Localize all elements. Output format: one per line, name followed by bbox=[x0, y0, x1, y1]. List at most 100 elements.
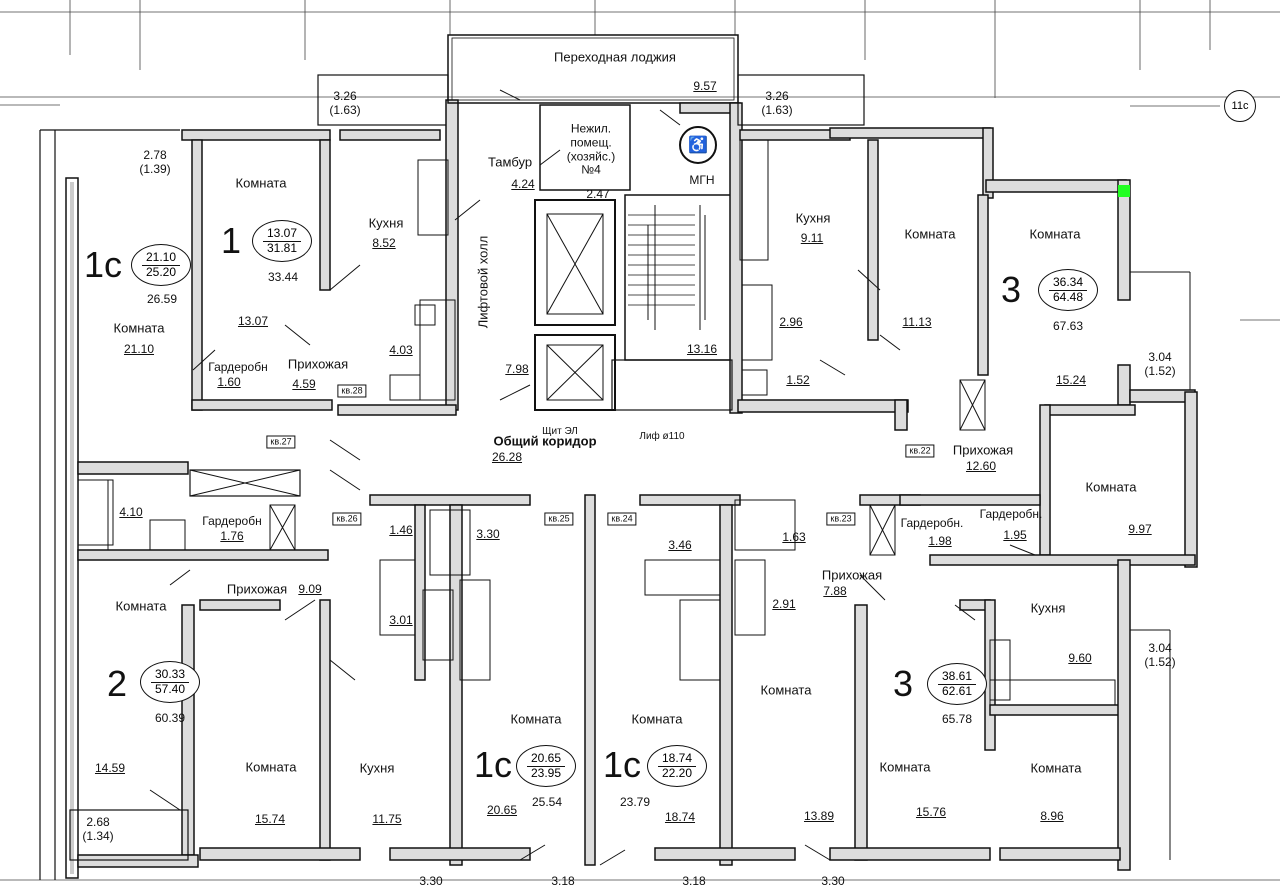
apartment-tag: кв.23 bbox=[826, 512, 856, 526]
apartment-tag: кв.28 bbox=[337, 384, 367, 398]
bath-area: 2.96 bbox=[779, 315, 803, 329]
apartment-total: 67.63 bbox=[1052, 319, 1084, 333]
room-label: Комната bbox=[235, 175, 287, 191]
room-label: Комната bbox=[904, 226, 956, 242]
apartment-total: 65.78 bbox=[941, 712, 973, 726]
panel-label: Щит ЭЛ bbox=[542, 426, 578, 437]
room-area: 14.59 bbox=[94, 761, 126, 775]
room-area: 9.97 bbox=[1128, 522, 1152, 536]
room-area: 15.24 bbox=[1055, 373, 1087, 387]
hall-label: Прихожая bbox=[287, 356, 349, 372]
room-label: Комната bbox=[1085, 479, 1137, 495]
apartment-rooms: 1 bbox=[220, 220, 242, 261]
kitchen-area: 9.11 bbox=[800, 231, 824, 245]
wc-area: 1.52 bbox=[786, 373, 810, 387]
bath-area: 2.91 bbox=[772, 597, 796, 611]
loggia-dim: 2.78(1.39) bbox=[139, 148, 171, 176]
room-label: Комната bbox=[879, 759, 931, 775]
room-area: 18.74 bbox=[664, 810, 696, 824]
kitchen-label: Кухня bbox=[359, 760, 395, 776]
room-area: 15.74 bbox=[254, 812, 286, 826]
apartment-rooms: 1с bbox=[602, 744, 642, 785]
stair-area: 13.16 bbox=[686, 342, 718, 356]
apartment-rooms: 1с bbox=[473, 744, 513, 785]
apartment-rooms: 1с bbox=[83, 244, 123, 285]
room-area: 15.76 bbox=[915, 805, 947, 819]
room-label: Комната bbox=[245, 759, 297, 775]
apartment-tag: кв.27 bbox=[266, 435, 296, 449]
wc-area: 1.46 bbox=[389, 523, 413, 537]
loggia-label: Переходная лоджия bbox=[554, 49, 676, 65]
corridor-label: Общий коридор bbox=[493, 433, 597, 449]
wardrobe-area: 1.98 bbox=[928, 534, 952, 548]
bath-area: 3.01 bbox=[389, 613, 413, 627]
wardrobe-label: Гардеробн. bbox=[979, 507, 1043, 521]
bath-area: 4.10 bbox=[119, 505, 143, 519]
balcony-dim: 3.18 bbox=[551, 874, 575, 888]
nonresidential-label: Нежил. помещ. (хозяйс.) №4 bbox=[566, 121, 616, 177]
hall-label: Прихожая bbox=[226, 581, 288, 597]
corridor-area: 26.28 bbox=[491, 450, 523, 464]
loggia-dim: 3.26(1.63) bbox=[329, 89, 361, 117]
apartment-total: 60.39 bbox=[154, 711, 186, 725]
room-area: 13.07 bbox=[237, 314, 269, 328]
hydrant-label: Лиф ø110 bbox=[639, 431, 685, 442]
bath-area: 3.46 bbox=[668, 538, 692, 552]
room-label: Комната bbox=[760, 682, 812, 698]
balcony-dim: 3.18 bbox=[682, 874, 706, 888]
wardrobe-area: 1.76 bbox=[220, 529, 244, 543]
wardrobe-label: Гардеробн bbox=[202, 514, 262, 528]
apartment-total: 23.79 bbox=[619, 795, 651, 809]
room-area: 21.10 bbox=[123, 342, 155, 356]
kitchen-label: Кухня bbox=[795, 210, 831, 226]
hall-area: 12.60 bbox=[965, 459, 997, 473]
room-area: 13.89 bbox=[803, 809, 835, 823]
wardrobe-label: Гардеробн bbox=[208, 360, 268, 374]
vestibule-area: 4.24 bbox=[511, 177, 535, 191]
nonresidential-area: 2.47 bbox=[586, 187, 610, 201]
apartment-tag: кв.26 bbox=[332, 512, 362, 526]
apartment-total: 25.54 bbox=[531, 795, 563, 809]
lift-hall-area: 7.98 bbox=[505, 362, 529, 376]
axis-marker: 11с bbox=[1224, 90, 1256, 122]
hall-area: 4.59 bbox=[292, 377, 316, 391]
kitchen-area: 11.75 bbox=[372, 812, 402, 826]
room-area: 11.13 bbox=[902, 315, 932, 329]
kitchen-label: Кухня bbox=[368, 215, 404, 231]
balcony-dim: 3.30 bbox=[821, 874, 845, 888]
apartment-rooms: 3 bbox=[892, 663, 914, 704]
apartment-total: 33.44 bbox=[267, 270, 299, 284]
hall-label: Прихожая bbox=[821, 567, 883, 583]
kitchen-label: Кухня bbox=[1030, 600, 1066, 616]
hall-area: 9.09 bbox=[298, 582, 322, 596]
kitchen-area: 8.52 bbox=[372, 236, 396, 250]
room-label: Комната bbox=[115, 598, 167, 614]
room-label: Комната bbox=[1030, 760, 1082, 776]
room-area: 20.65 bbox=[486, 803, 518, 817]
apartment-total: 26.59 bbox=[146, 292, 178, 306]
mgn-label: МГН bbox=[689, 173, 715, 187]
hall-label: Прихожая bbox=[952, 442, 1014, 458]
bath-area: 3.30 bbox=[476, 527, 500, 541]
apartment-tag: кв.25 bbox=[544, 512, 574, 526]
wc-area: 1.63 bbox=[782, 530, 806, 544]
lift-hall-label: Лифтовой холл bbox=[475, 235, 491, 329]
room-label: Комната bbox=[510, 711, 562, 727]
wardrobe-area: 1.95 bbox=[1003, 528, 1027, 542]
loggia-dim: 3.04(1.52) bbox=[1144, 641, 1176, 669]
room-label: Комната bbox=[1029, 226, 1081, 242]
kitchen-area: 9.60 bbox=[1068, 651, 1092, 665]
apartment-tag: кв.24 bbox=[607, 512, 637, 526]
room-area: 8.96 bbox=[1040, 809, 1064, 823]
apartment-rooms: 3 bbox=[1000, 269, 1022, 310]
bath-area: 4.03 bbox=[389, 343, 413, 357]
loggia-dim: 2.68(1.34) bbox=[82, 815, 114, 843]
balcony-dim: 3.30 bbox=[419, 874, 443, 888]
hall-area: 7.88 bbox=[823, 584, 847, 598]
